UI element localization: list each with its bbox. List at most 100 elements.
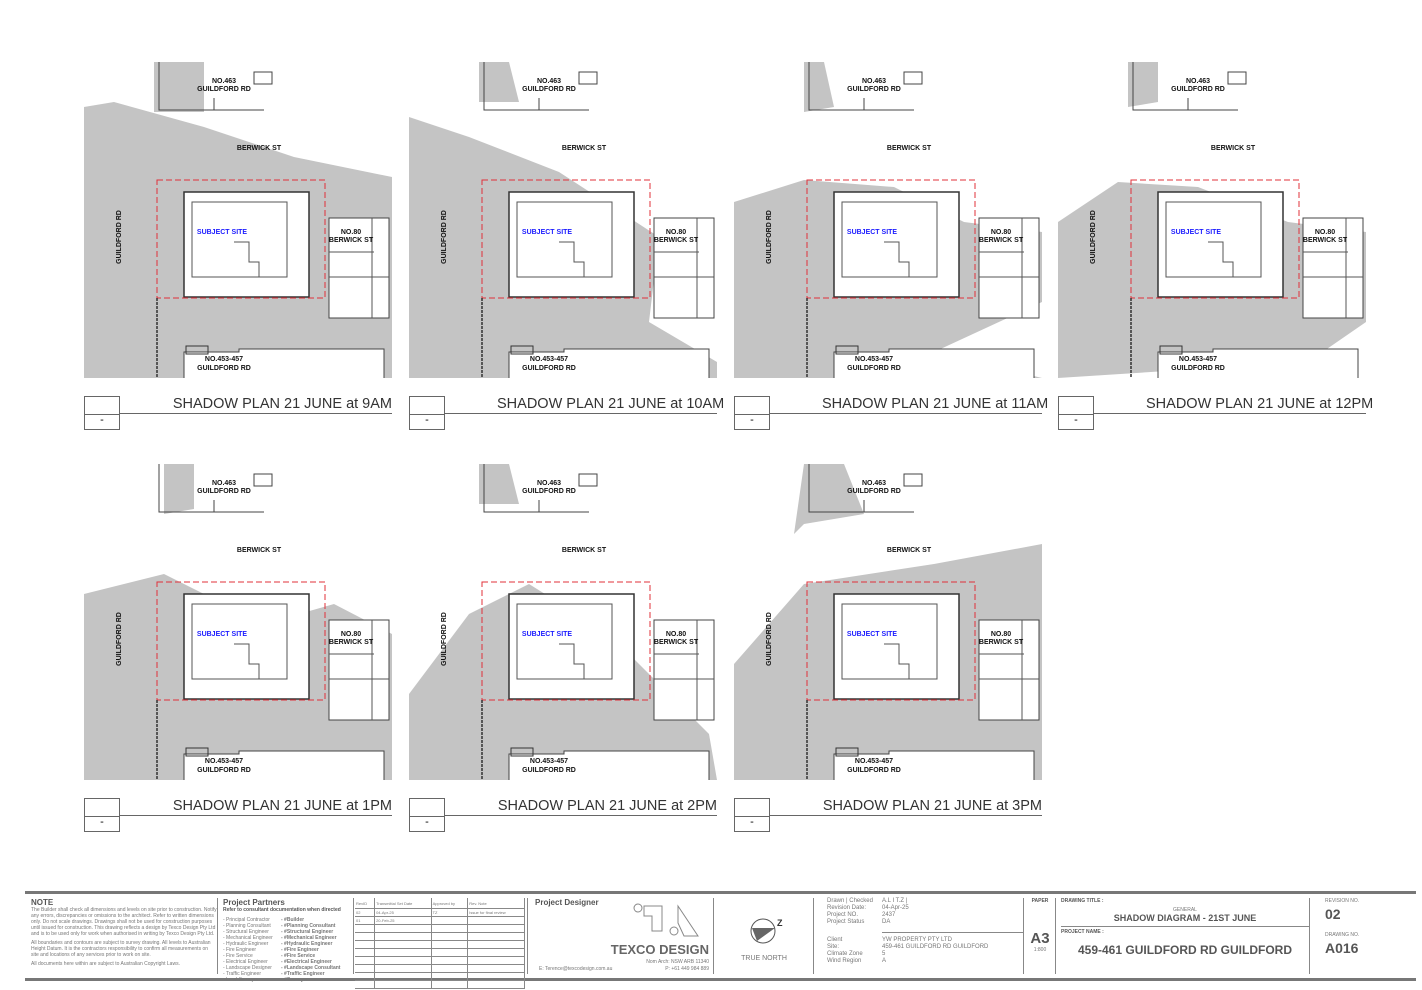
panel-title: SHADOW PLAN 21 JUNE at 3PM: [822, 798, 1042, 814]
plan-label: SUBJECT SITE: [847, 229, 898, 236]
plan-label: NO.463: [862, 78, 886, 85]
panel-title: SHADOW PLAN 21 JUNE at 1PM: [172, 798, 392, 814]
plan-label: GUILDFORD RD: [441, 612, 448, 666]
building-no463: [1132, 62, 1238, 111]
revision-cell: [431, 940, 469, 949]
grid-icon: [903, 473, 923, 487]
revision-cell: [374, 932, 432, 941]
project-name: 459-461 GUILDFORD RD GUILDFORD: [1077, 943, 1293, 957]
shadow-area: [479, 464, 519, 504]
partner-row: - Structural Engineer- #Structural Engin…: [223, 929, 353, 935]
revision-cell: [355, 980, 376, 989]
detail-value: A: [882, 958, 887, 964]
revision-cell: [355, 972, 376, 981]
plan-label: NO.453-457: [530, 758, 568, 765]
texco-logo-icon: [633, 903, 699, 937]
partner-name: - #Landscape Consultant: [281, 965, 341, 971]
title-underline: [119, 413, 392, 414]
plan-label: NO.453-457: [1179, 356, 1217, 363]
partners-heading: Project Partners: [223, 898, 285, 907]
detail-value: 2437: [882, 912, 896, 918]
revision-cell: [431, 924, 469, 933]
partner-name: - #Planning Consultant: [281, 923, 336, 929]
building-no80: [978, 217, 1040, 319]
detail-row: Site:459-461 GUILDFORD RD GUILDFORD: [827, 944, 1023, 951]
building-no453: [508, 750, 710, 780]
drawing-category: GENERAL: [1173, 907, 1197, 913]
panel-ref: -: [1058, 413, 1094, 430]
building-no80: [328, 217, 390, 319]
drawing-title: SHADOW DIAGRAM - 21ST JUNE: [1061, 913, 1309, 927]
partner-role: - Structural Engineer: [223, 929, 269, 935]
panel-ref-box: [409, 798, 445, 817]
building-no453: [183, 348, 385, 378]
site-boundary: [806, 581, 976, 701]
shadow-area: [479, 62, 519, 102]
plan-label: NO.80: [1315, 229, 1335, 236]
detail-label: Project NO.: [827, 912, 859, 918]
building-no453: [508, 348, 710, 378]
partner-role: - Fire Engineer: [223, 947, 257, 953]
plan-label: BERWICK ST: [654, 639, 699, 646]
detail-value: YW PROPERTY PTY LTD: [882, 937, 952, 943]
revision-cell: [467, 980, 525, 989]
revision-row: [355, 972, 525, 981]
title-underline: [444, 413, 717, 414]
revision-cell: [467, 964, 525, 973]
plan-label: NO.453-457: [530, 356, 568, 363]
plan-label: NO.463: [212, 78, 236, 85]
grid-icon: [253, 71, 273, 85]
partner-name: - #Fire Engineer: [281, 947, 319, 953]
panel-ref-box: [84, 798, 120, 817]
title-underline: [119, 815, 392, 816]
grid-icon: [578, 473, 598, 487]
paper-label: PAPER: [1031, 898, 1049, 904]
building-no80: [653, 217, 715, 319]
panel-ref-box: [84, 396, 120, 415]
building-no453: [1157, 348, 1359, 378]
note-text: All documents here within are subject to…: [31, 961, 180, 967]
building-no463: [158, 62, 264, 111]
detail-value: 5: [882, 951, 886, 957]
revision-cell: [431, 980, 469, 989]
revision-cell: [467, 972, 525, 981]
revision-row: [355, 956, 525, 965]
project-name-label: PROJECT NAME :: [1061, 929, 1104, 935]
panel-title: SHADOW PLAN 21 JUNE at 2PM: [497, 798, 717, 814]
revision-cell: 01: [355, 916, 376, 925]
partner-name: - #Fire Service: [281, 953, 316, 959]
svg-text:Z: Z: [777, 918, 783, 928]
plan-label: GUILDFORD RD: [1090, 210, 1097, 264]
revision-cell: [467, 956, 525, 965]
plan-label: NO.463: [1186, 78, 1210, 85]
partner-row: - Planning Consultant- #Planning Consult…: [223, 923, 353, 929]
plan-label: NO.453-457: [205, 356, 243, 363]
plan-label: NO.453-457: [855, 356, 893, 363]
plan-label: GUILDFORD RD: [847, 488, 901, 495]
plan-label: NO.80: [991, 631, 1011, 638]
revision-cell: [431, 972, 469, 981]
partner-row: - Traffic Engineer- #Traffic Engineer: [223, 971, 353, 977]
detail-value: A.L I T.Z |: [882, 898, 908, 904]
plan-label: NO.463: [537, 480, 561, 487]
plan-label: BERWICK ST: [237, 145, 282, 152]
revision-cell: [467, 940, 525, 949]
note-text: The Builder shall check all dimensions a…: [31, 907, 217, 937]
plan-label: GUILDFORD RD: [1171, 86, 1225, 93]
detail-label: Wind Region: [827, 958, 862, 964]
plan-label: SUBJECT SITE: [197, 229, 248, 236]
plan-label: NO.80: [666, 631, 686, 638]
revision-header: Approved by: [431, 898, 469, 909]
plan-label: BERWICK ST: [1303, 237, 1348, 244]
partner-role: - Mechanical Engineer: [223, 935, 273, 941]
revision-cell: [355, 964, 376, 973]
revision-cell: [431, 932, 469, 941]
plan-label: NO.453-457: [855, 758, 893, 765]
revision-row: [355, 932, 525, 941]
